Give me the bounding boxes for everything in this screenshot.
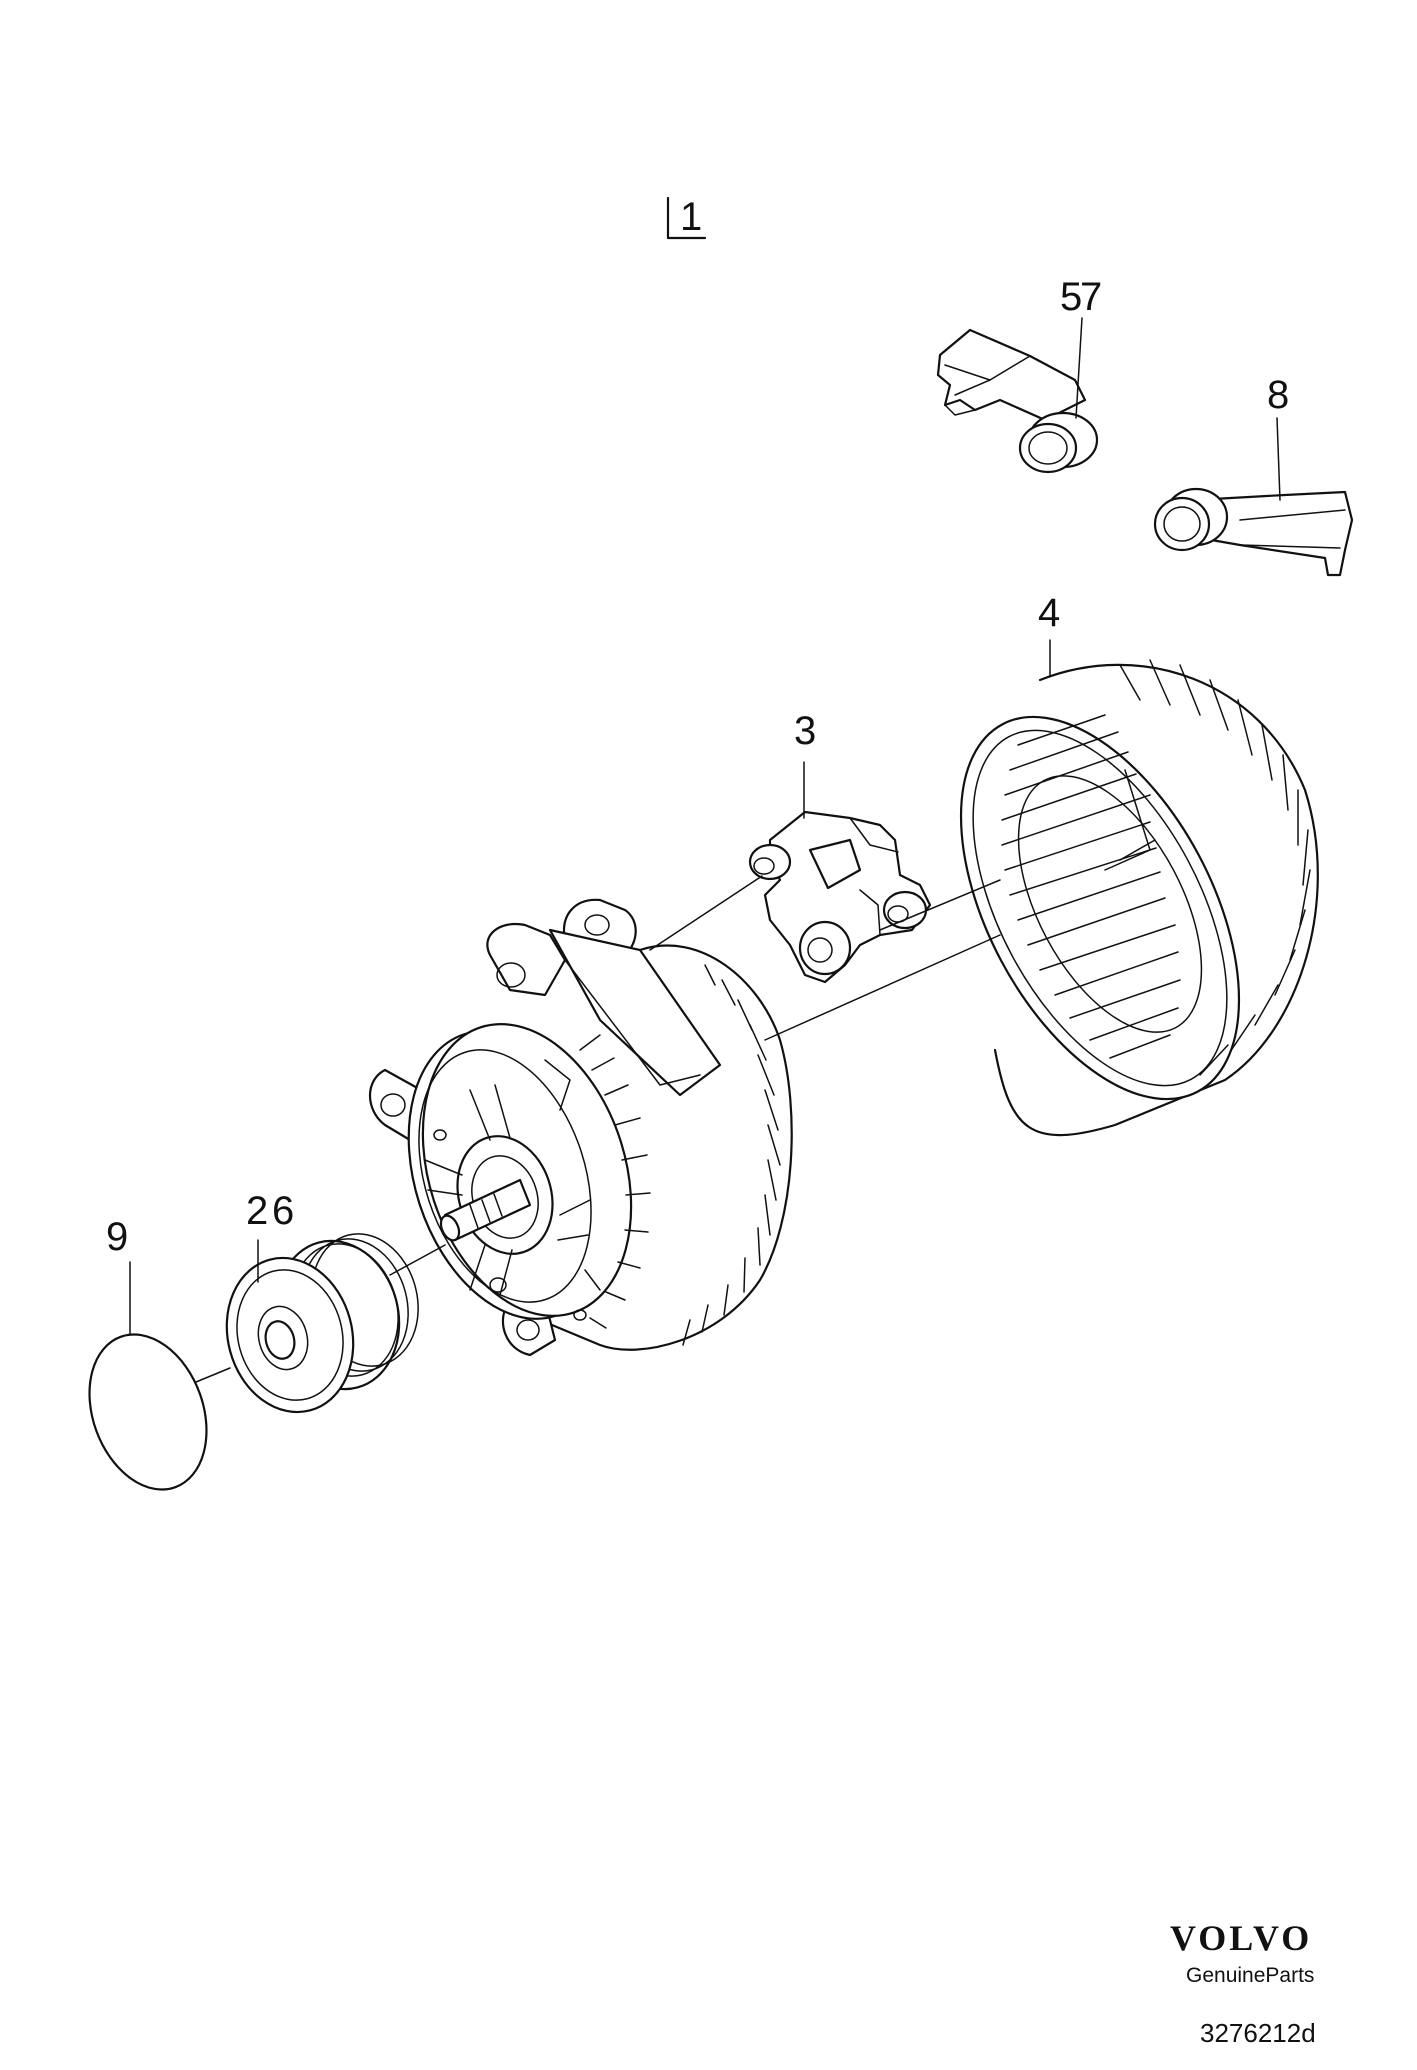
part-3-regulator [748, 810, 932, 984]
volvo-genuine-parts-logo: VOLVO GenuineParts [1170, 1918, 1314, 1987]
part-8-bracket [1153, 487, 1354, 577]
part-2-6-pulley [225, 1233, 419, 1414]
diagram-reference-number: 3276212d [1200, 2018, 1316, 2048]
callout-7-label: 7 [1080, 275, 1102, 319]
callout-1-label: 1 [680, 195, 702, 239]
callout-5-label: 5 [1060, 275, 1082, 319]
volvo-logo-text: VOLVO [1170, 1918, 1312, 1958]
callout-8-label: 8 [1267, 373, 1289, 417]
callout-4-label: 4 [1038, 591, 1060, 635]
callout-3-label: 3 [794, 709, 816, 753]
genuine-parts-text: GenuineParts [1186, 1964, 1314, 1987]
callout-2-label: 2 [246, 1189, 268, 1233]
part-9-cap [88, 1333, 208, 1491]
callout-1: 1 [666, 195, 707, 240]
part-4-rear-cover [959, 659, 1319, 1137]
part-7-bracket [936, 328, 1099, 474]
alternator-body [369, 898, 793, 1357]
callout-6-label: 6 [272, 1189, 294, 1233]
assembly-axis-lines [195, 839, 1156, 1383]
callout-9-label: 9 [106, 1215, 128, 1259]
callout-leaders [129, 317, 1281, 1336]
